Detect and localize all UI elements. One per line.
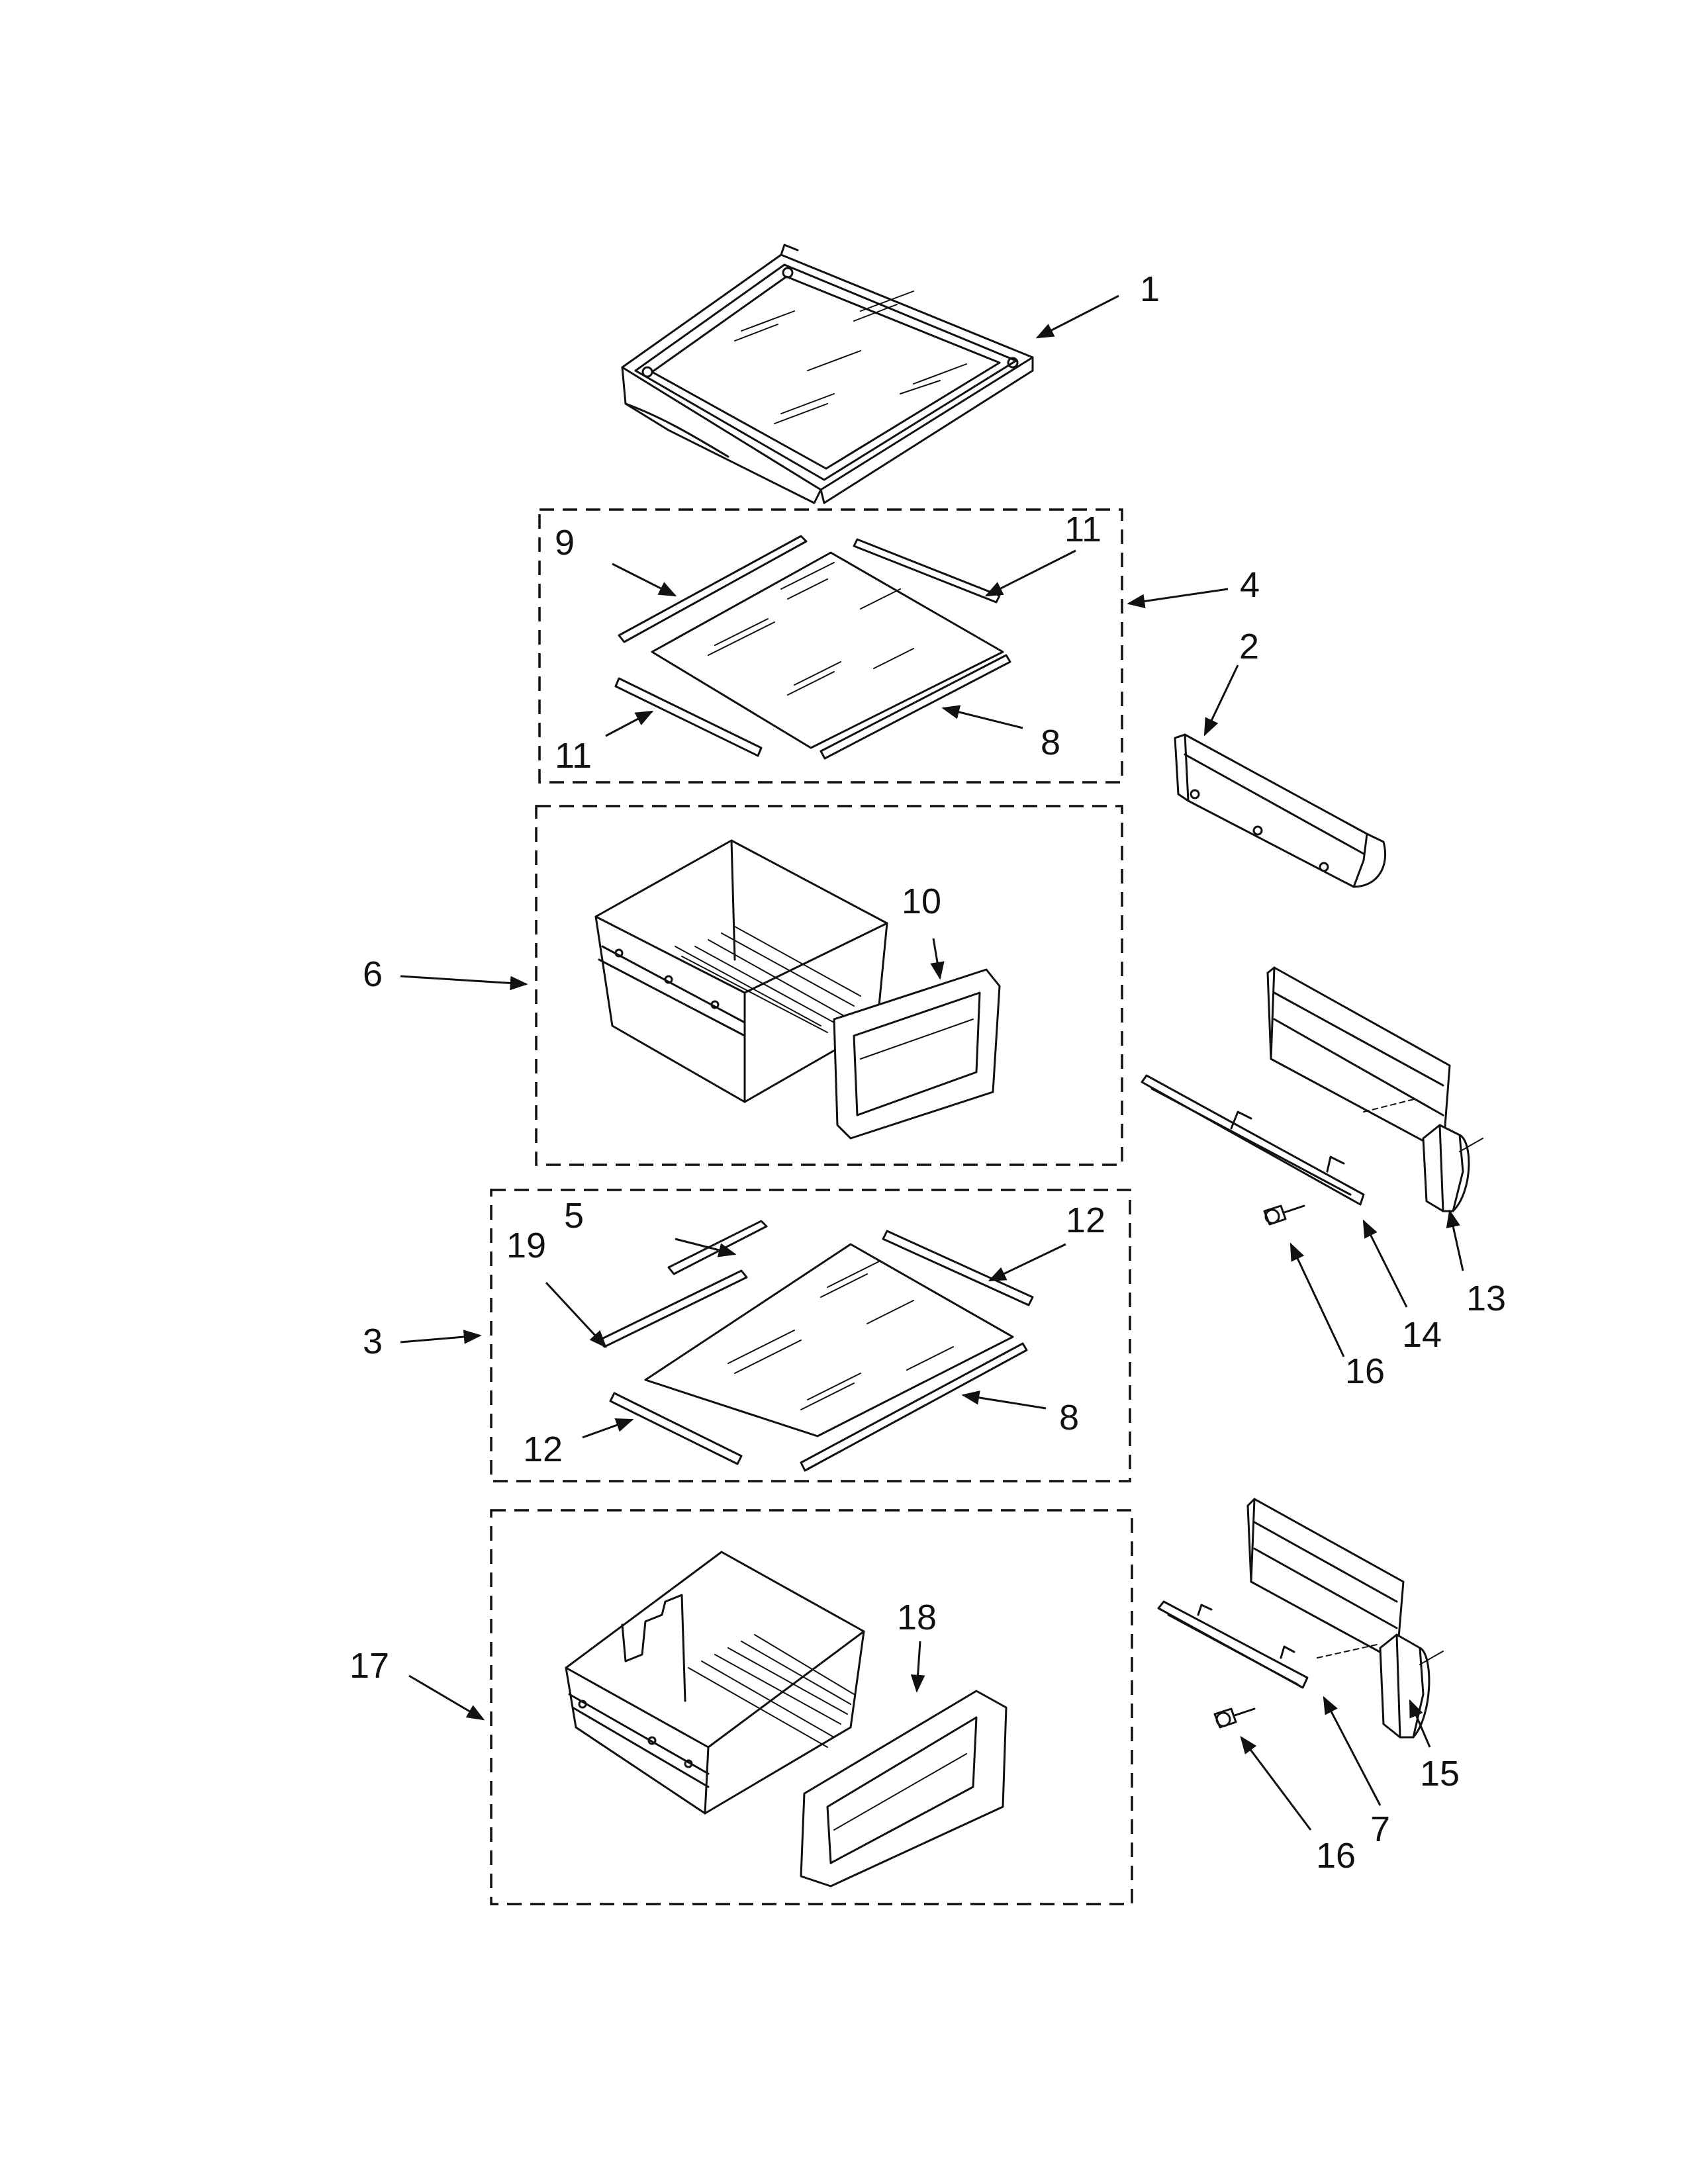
callout-18: 18 xyxy=(897,1598,937,1637)
leader-lines xyxy=(400,295,1464,1831)
callout-16-upper: 16 xyxy=(1345,1351,1385,1391)
part-16-screw-lower xyxy=(1213,1707,1256,1729)
callout-11-top: 11 xyxy=(1064,510,1102,549)
callout-1: 1 xyxy=(1140,269,1160,309)
part-8-trim xyxy=(820,654,1011,760)
part-8-glass-upper xyxy=(651,551,1004,749)
part-11-trim-left xyxy=(614,677,763,757)
callout-7: 7 xyxy=(1370,1809,1390,1849)
part-8-glass-lower xyxy=(644,1243,1014,1437)
part-11-trim-right xyxy=(853,538,1001,604)
callout-2: 2 xyxy=(1239,627,1259,666)
part-12-trim-left xyxy=(609,1392,743,1465)
group-box-3 xyxy=(490,1189,1131,1482)
callout-8-upper: 8 xyxy=(1041,723,1060,762)
part-10-crisper-cover xyxy=(833,968,1001,1140)
slide-assembly-lower xyxy=(1157,1498,1444,1739)
group-box-17 xyxy=(490,1509,1133,1905)
callout-12-right: 12 xyxy=(1066,1201,1105,1240)
callout-16-lower: 16 xyxy=(1316,1836,1356,1876)
part-13-end-cap xyxy=(1422,1124,1464,1212)
group-box-4 xyxy=(538,508,1123,784)
part-2-rail xyxy=(1174,733,1387,888)
part-5-trim xyxy=(667,1220,768,1275)
group-box-6 xyxy=(535,805,1123,1166)
part-14-slide xyxy=(1141,1074,1365,1206)
callout-13: 13 xyxy=(1466,1279,1506,1318)
group-17-pan xyxy=(565,1551,1008,1888)
group-6-crisper xyxy=(594,839,1001,1140)
part-7-slide xyxy=(1157,1600,1309,1689)
callout-14: 14 xyxy=(1402,1315,1442,1355)
part-1-shelf-assembly xyxy=(621,244,1034,504)
callout-3: 3 xyxy=(363,1322,383,1361)
part-16-screw-upper xyxy=(1263,1205,1305,1226)
callout-19: 19 xyxy=(506,1226,546,1265)
part-12-trim-right xyxy=(882,1230,1034,1306)
part-18-pan-front xyxy=(800,1690,1008,1888)
callout-labels: 1 9 11 4 2 11 8 10 6 5 19 12 3 8 12 13 1… xyxy=(350,269,1506,1876)
callout-15: 15 xyxy=(1420,1754,1460,1794)
slide-assembly-upper xyxy=(1141,966,1483,1226)
callout-12-left: 12 xyxy=(523,1430,563,1469)
part-9-trim xyxy=(618,535,808,643)
part-15-end-cap xyxy=(1379,1633,1425,1739)
callout-9: 9 xyxy=(555,523,575,563)
callout-8-lower: 8 xyxy=(1059,1398,1079,1437)
group-3-shelf-parts xyxy=(598,1220,1034,1472)
part-8-trim-lower xyxy=(800,1342,1028,1472)
callout-10: 10 xyxy=(902,882,941,921)
callout-17: 17 xyxy=(350,1646,389,1686)
callout-5: 5 xyxy=(564,1196,584,1236)
group-4-shelf-parts xyxy=(614,535,1011,760)
callout-4: 4 xyxy=(1240,565,1260,605)
callout-11-bottom: 11 xyxy=(555,736,592,776)
callout-6: 6 xyxy=(363,954,383,994)
